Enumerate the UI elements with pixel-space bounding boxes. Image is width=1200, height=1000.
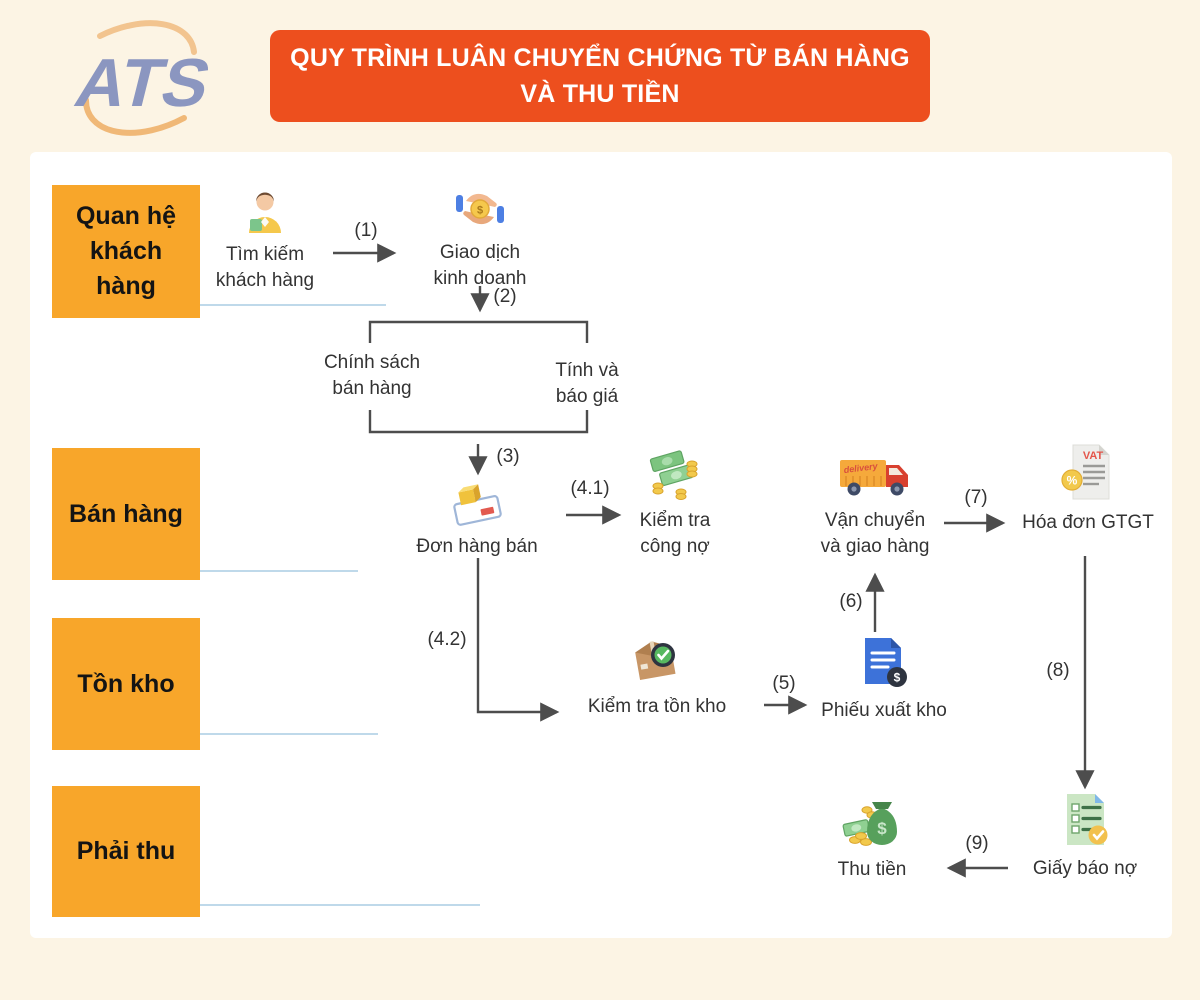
deal-coin-hands-icon: $ [455, 186, 505, 237]
node-shipping-delivery: delivery Vận chuyển và giao hàng [790, 452, 960, 560]
node-label: Tính và báo giá [555, 360, 619, 408]
node-find-customer: Tìm kiếm khách hàng [185, 188, 345, 294]
node-collect-payment: $ Thu tiền [802, 795, 942, 883]
node-sales-policy: Chính sách bán hàng [292, 350, 452, 402]
arrow-label-4-2: (4.2) [427, 629, 467, 650]
arrow-label-4-1: (4.1) [570, 478, 610, 499]
node-label: Giấy báo nợ [1032, 858, 1138, 879]
lane-receivables: Phải thu [52, 786, 200, 917]
delivery-truck-icon: delivery [836, 452, 914, 505]
node-check-receivable-debt: Kiểm tra công nợ [595, 448, 755, 560]
node-label: Phiếu xuất kho [821, 700, 947, 721]
ats-logo: ATS [42, 14, 242, 139]
ats-logo-graphic: ATS [68, 20, 218, 136]
coin-dollar-text: $ [477, 205, 483, 217]
node-check-inventory: Kiểm tra tồn kho [562, 632, 752, 720]
vat-text: VAT [1083, 450, 1104, 462]
arrow-label-9: (9) [965, 833, 989, 854]
arrow-label-8: (8) [1046, 660, 1070, 681]
debit-note-icon [1058, 792, 1112, 853]
coin-dollar-text: $ [894, 671, 901, 685]
money-stack-icon [648, 448, 702, 505]
truck-delivery-text: delivery [843, 461, 879, 475]
lane-label: Phải thu [76, 837, 176, 865]
inventory-box-check-icon [629, 632, 685, 691]
lane-inventory: Tồn kho [52, 618, 200, 750]
lane-sales: Bán hàng [52, 448, 200, 580]
title-line-2: VÀ THU TIỀN [520, 80, 680, 108]
lane-label: Tồn kho [77, 669, 175, 698]
customer-person-icon [243, 188, 287, 239]
lane-label: Quan hệ khách hàng [75, 202, 176, 300]
arrow-label-7: (7) [964, 487, 988, 508]
node-quotation: Tính và báo giá [507, 358, 667, 410]
node-sales-order: Đơn hàng bán [397, 480, 557, 560]
node-label: Chính sách bán hàng [323, 352, 421, 400]
sales-order-icon [449, 480, 505, 531]
node-label: Tìm kiếm khách hàng [215, 244, 315, 292]
node-goods-issue-note: $ Phiếu xuất kho [804, 636, 964, 724]
arrow-label-1: (1) [354, 220, 378, 241]
money-bag-icon: $ [842, 795, 902, 854]
node-label: Vận chuyển và giao hàng [820, 510, 930, 558]
node-label: Hóa đơn GTGT [1022, 512, 1154, 533]
node-label: Giao dịch kinh doanh [433, 242, 527, 290]
bag-dollar-text: $ [877, 819, 887, 838]
stock-issue-doc-icon: $ [858, 636, 910, 695]
arrow-label-6: (6) [839, 591, 863, 612]
node-label: Đơn hàng bán [416, 536, 538, 557]
title-line-1: QUY TRÌNH LUÂN CHUYỂN CHỨNG TỪ BÁN HÀNG [290, 43, 910, 72]
lane-label: Bán hàng [69, 499, 183, 528]
logo-swoosh-top [97, 20, 197, 55]
arrow-label-3: (3) [496, 446, 520, 467]
title-banner: QUY TRÌNH LUÂN CHUYỂN CHỨNG TỪ BÁN HÀNG … [270, 30, 930, 122]
node-label: Kiểm tra tồn kho [587, 696, 727, 717]
arrow-label-2: (2) [493, 286, 517, 307]
node-debit-note: Giấy báo nợ [1010, 792, 1160, 882]
lane-customer-relations: Quan hệ khách hàng [52, 185, 200, 318]
logo-swoosh-bottom [82, 97, 187, 136]
node-label: Kiểm tra công nợ [639, 510, 711, 558]
percent-text: % [1067, 474, 1078, 488]
arrow-label-5: (5) [772, 673, 796, 694]
node-business-deal: $ Giao dịch kinh doanh [400, 186, 560, 292]
diagram-panel [30, 152, 1172, 938]
node-label: Thu tiền [837, 859, 907, 880]
logo-text: ATS [68, 44, 218, 121]
node-vat-invoice: VAT % Hóa đơn GTGT [1003, 442, 1173, 536]
vat-invoice-icon: VAT % [1059, 442, 1117, 507]
